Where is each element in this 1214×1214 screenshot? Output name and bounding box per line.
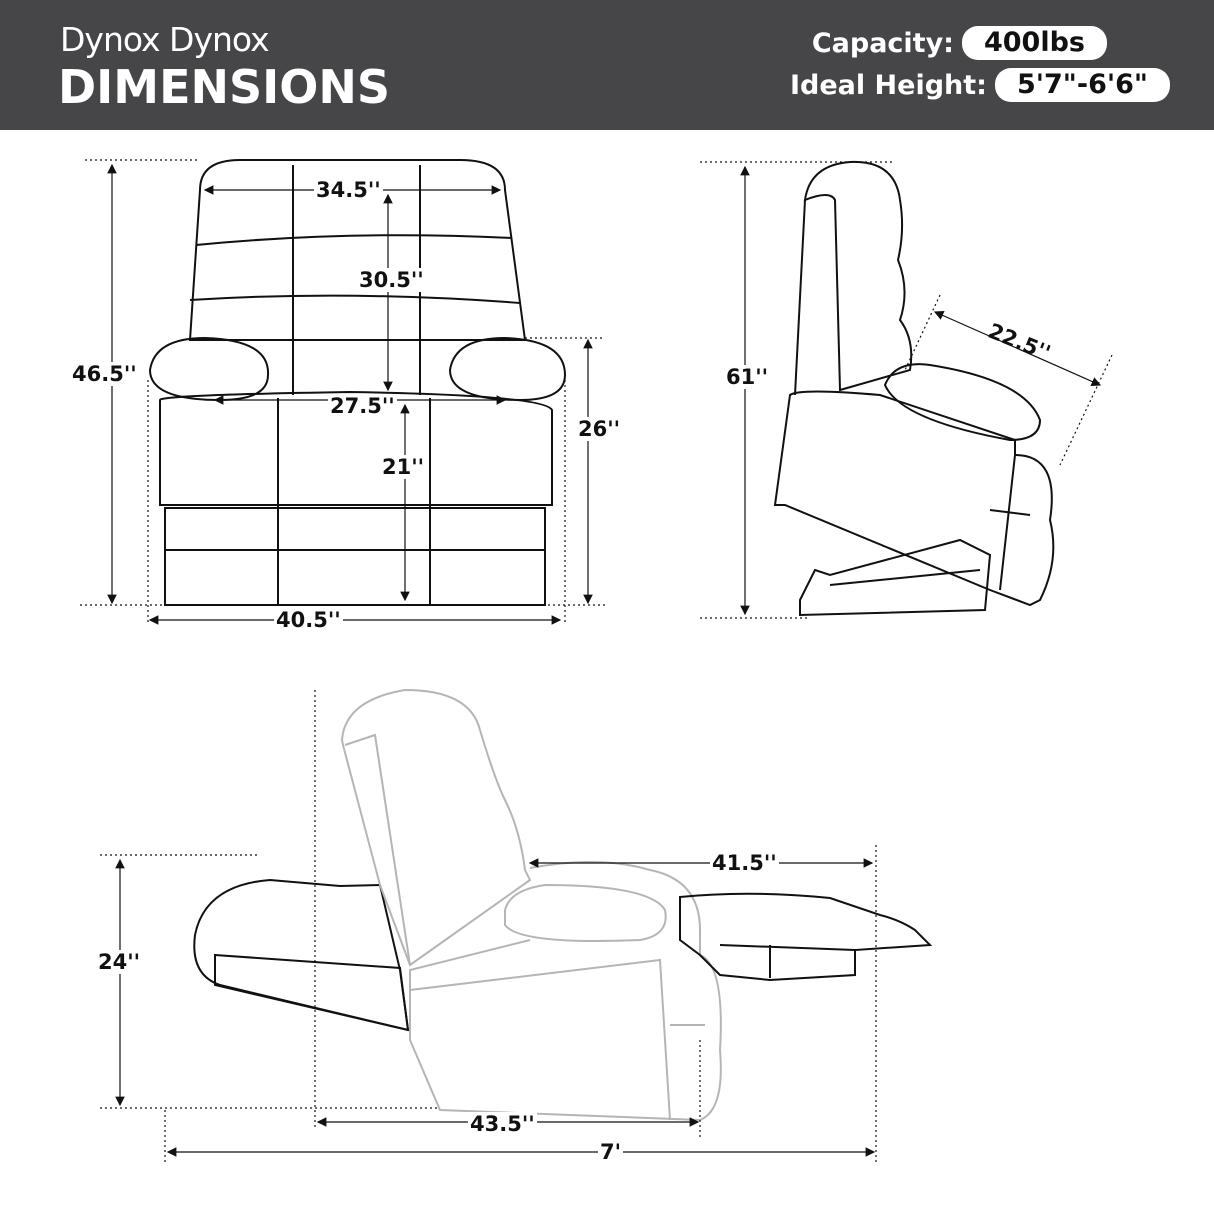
ideal-height-spec: Ideal Height: 5'7"-6'6"	[790, 68, 1170, 102]
capacity-value: 400lbs	[961, 26, 1107, 60]
ideal-height-label: Ideal Height:	[789, 69, 987, 101]
reclined-height-label: 24''	[96, 950, 143, 974]
reclined-footrest-length-label: 41.5''	[710, 851, 779, 875]
capacity-label: Capacity:	[811, 27, 954, 59]
reclined-view-dimension-lines	[100, 690, 877, 1165]
capacity-spec: Capacity: 400lbs	[812, 26, 1107, 60]
front-view-chair	[148, 159, 567, 606]
front-total-width-label: 40.5''	[274, 608, 343, 632]
side-total-height-label: 61''	[724, 365, 771, 389]
reclined-view-chair	[193, 688, 933, 1122]
front-back-height-label: 30.5''	[357, 268, 426, 292]
side-view-chair	[773, 160, 1055, 617]
header-banner: Dynox Dynox DIMENSIONS Capacity: 400lbs …	[0, 0, 1214, 130]
brand-logo: Dynox Dynox	[60, 20, 270, 59]
page-title: DIMENSIONS	[58, 60, 390, 114]
side-view-dimension-lines	[700, 161, 1113, 619]
front-seat-height-label: 21''	[380, 455, 427, 479]
front-arm-height-label: 26''	[576, 417, 623, 441]
front-seat-width-label: 27.5''	[328, 394, 397, 418]
front-back-width-label: 34.5''	[314, 178, 383, 202]
reclined-total-length-label: 7'	[598, 1140, 624, 1164]
ideal-height-value: 5'7"-6'6"	[994, 68, 1170, 102]
front-total-height-label: 46.5''	[70, 362, 139, 386]
reclined-base-depth-label: 43.5''	[468, 1112, 537, 1136]
